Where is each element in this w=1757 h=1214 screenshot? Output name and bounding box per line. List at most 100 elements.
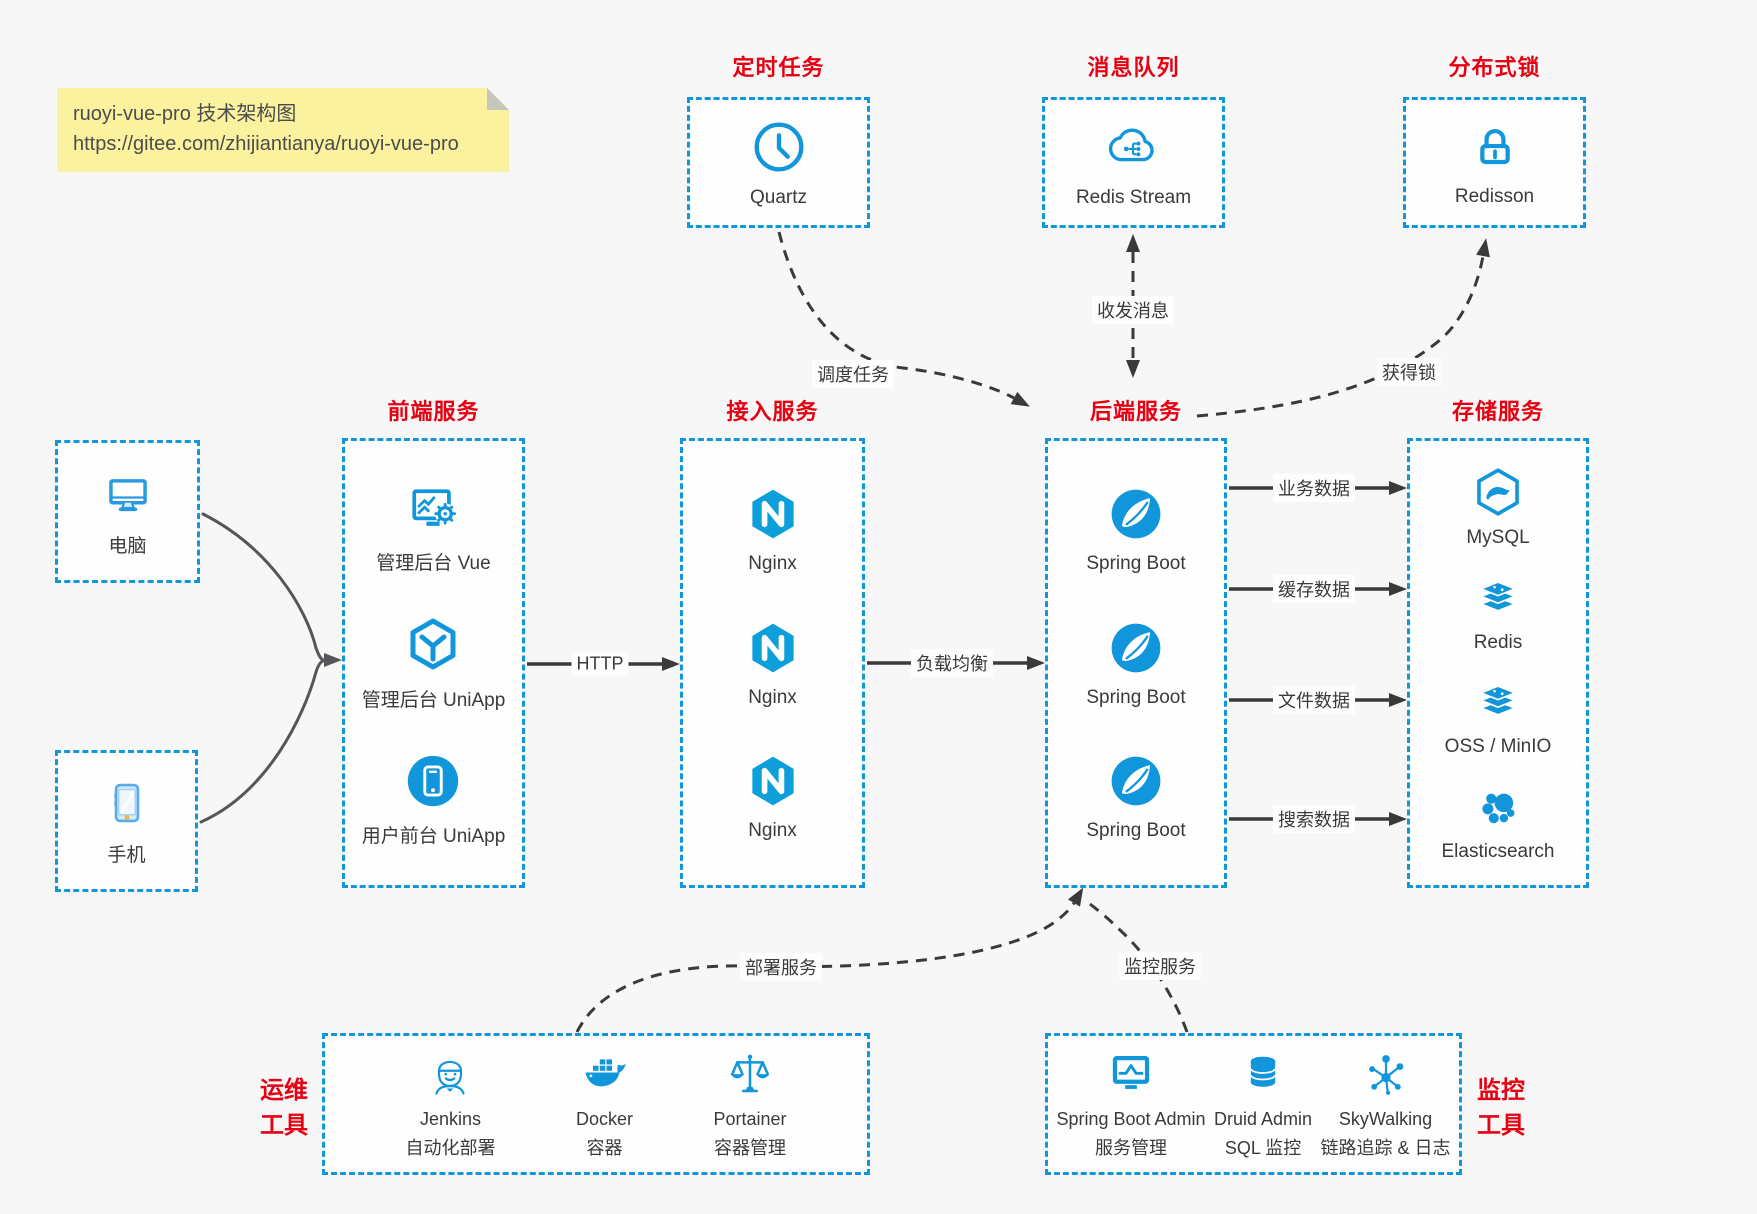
jenkins-icon (435, 1060, 466, 1095)
ops-tools-title: 运维 工具 (180, 1073, 308, 1143)
elasticsearch-node: Elasticsearch (1442, 781, 1555, 863)
portainer-icon (730, 1054, 770, 1092)
spring-boot-node-3: Spring Boot (1086, 751, 1186, 842)
monitor-edge-label: 监控服务 (1119, 952, 1201, 980)
elasticsearch-icon (1482, 793, 1515, 823)
quartz-label: Quartz (749, 187, 808, 208)
druid-icon (1249, 1056, 1277, 1087)
oss-minio-node: OSS / MinIO (1444, 676, 1552, 758)
clock-icon (754, 122, 803, 172)
oss-minio-stack-icon (1480, 685, 1516, 716)
monitor-tools-box: Spring Boot Admin 服务管理 Druid Admin SQL 监… (1045, 1033, 1462, 1175)
docker-sublabel: 容器 (586, 1138, 623, 1158)
user-uniapp-label: 用户前台 UniApp (361, 825, 506, 847)
skywalking-label: SkyWalking (1338, 1108, 1433, 1129)
desktop-icon (108, 478, 147, 511)
desktop-node: 电脑 (99, 466, 157, 558)
redis-label: Redis (1473, 631, 1523, 653)
jenkins-label: Jenkins (419, 1108, 481, 1129)
skywalking-node: SkyWalking 链路追踪 & 日志 (1321, 1048, 1451, 1161)
edge-lock (1196, 238, 1490, 418)
mq-box: Redis Stream (1042, 97, 1225, 228)
spring-boot-node-2: Spring Boot (1086, 618, 1186, 709)
edge-desktop-to-frontend (201, 512, 342, 667)
mysql-node: MySQL (1466, 463, 1530, 549)
spring-boot-node-1: Spring Boot (1086, 484, 1186, 575)
nginx-node-3: Nginx (743, 751, 803, 842)
druid-label: Druid Admin (1214, 1108, 1313, 1129)
phone-client-box: 手机 (55, 750, 198, 892)
docker-icon (585, 1059, 627, 1087)
user-uniapp-icon (408, 755, 459, 806)
redisson-node: Redisson (1455, 117, 1534, 208)
monitor-tools-title: 监控 工具 (1477, 1073, 1627, 1143)
spring-boot-admin-icon (1112, 1055, 1150, 1089)
redis-stream-label: Redis Stream (1075, 187, 1192, 208)
file-data-edge-label: 文件数据 (1273, 686, 1355, 714)
cache-data-edge-label: 缓存数据 (1273, 575, 1355, 603)
storage-box: MySQL Redis (1407, 438, 1589, 888)
mysql-icon (1477, 468, 1519, 516)
lock-group-title: 分布式锁 (1448, 55, 1541, 80)
ops-tools-title-line1: 运维 (260, 1077, 308, 1104)
spring-boot-label: Spring Boot (1086, 820, 1186, 842)
spring-boot-admin-node: Spring Boot Admin 服务管理 (1056, 1048, 1206, 1161)
docker-node: Docker 容器 (576, 1048, 633, 1161)
mq-group-title: 消息队列 (1087, 55, 1180, 80)
frontend-box: 管理后台 Vue 管理后台 UniApp 用户前台 UniApp (342, 438, 525, 888)
desktop-label: 电脑 (108, 535, 147, 557)
phone-label: 手机 (107, 845, 146, 866)
nginx-label: Nginx (748, 552, 797, 574)
admin-vue-icon (412, 488, 457, 526)
mysql-label: MySQL (1466, 527, 1530, 549)
spring-boot-label: Spring Boot (1086, 686, 1186, 708)
lock-icon (1479, 129, 1510, 165)
message-edge-label: 收发消息 (1092, 296, 1174, 324)
elasticsearch-label: Elasticsearch (1441, 840, 1555, 862)
admin-vue-node: 管理后台 Vue (376, 479, 491, 575)
nginx-node-1: Nginx (743, 484, 803, 575)
admin-uniapp-label: 管理后台 UniApp (361, 690, 506, 711)
monitor-tools-title-line2: 工具 (1477, 1112, 1525, 1139)
portainer-sublabel: 容器管理 (713, 1138, 786, 1158)
redisson-label: Redisson (1454, 186, 1535, 207)
scheduler-group-title: 定时任务 (732, 55, 825, 80)
schedule-edge-label: 调度任务 (812, 360, 894, 388)
oss-minio-label: OSS / MinIO (1444, 736, 1552, 758)
spring-boot-icon (1111, 756, 1161, 806)
spring-boot-icon (1111, 489, 1161, 539)
http-edge-label: HTTP (571, 652, 629, 676)
search-data-edge-label: 搜索数据 (1273, 805, 1355, 833)
docker-label: Docker (575, 1108, 633, 1129)
admin-uniapp-hexagon-icon (410, 618, 456, 670)
deploy-edge-label: 部署服务 (740, 953, 822, 981)
nginx-icon (751, 489, 794, 539)
spring-boot-label: Spring Boot (1086, 552, 1186, 574)
portainer-node: Portainer 容器管理 (713, 1048, 787, 1161)
skywalking-icon (1368, 1054, 1403, 1095)
note-url: https://gitee.com/zhijiantianya/ruoyi-vu… (73, 133, 459, 155)
ops-tools-title-line2: 工具 (260, 1112, 308, 1139)
druid-node: Druid Admin SQL 监控 (1214, 1048, 1312, 1161)
access-box: Nginx Nginx Nginx (680, 438, 865, 888)
druid-sublabel: SQL 监控 (1224, 1138, 1302, 1158)
lock-edge-label: 获得锁 (1377, 358, 1441, 386)
redis-node: Redis (1470, 572, 1526, 654)
lock-box: Redisson (1403, 97, 1586, 228)
storage-column-title: 存储服务 (1451, 399, 1544, 424)
spring-boot-admin-sublabel: 服务管理 (1095, 1138, 1167, 1158)
nginx-label: Nginx (748, 820, 797, 842)
phone-node: 手机 (99, 775, 155, 867)
nginx-icon (751, 623, 794, 672)
phone-icon (113, 783, 139, 823)
redis-stack-icon (1480, 581, 1516, 612)
redis-stream-cloud-icon (1109, 128, 1155, 162)
edge-phone-to-frontend (199, 659, 325, 824)
jenkins-node: Jenkins 自动化部署 (405, 1048, 495, 1161)
nginx-node-2: Nginx (743, 618, 803, 709)
monitor-tools-title-line1: 监控 (1477, 1077, 1525, 1104)
desktop-client-box: 电脑 (55, 440, 200, 583)
scheduler-box: Quartz (687, 97, 870, 228)
jenkins-sublabel: 自动化部署 (405, 1138, 496, 1158)
